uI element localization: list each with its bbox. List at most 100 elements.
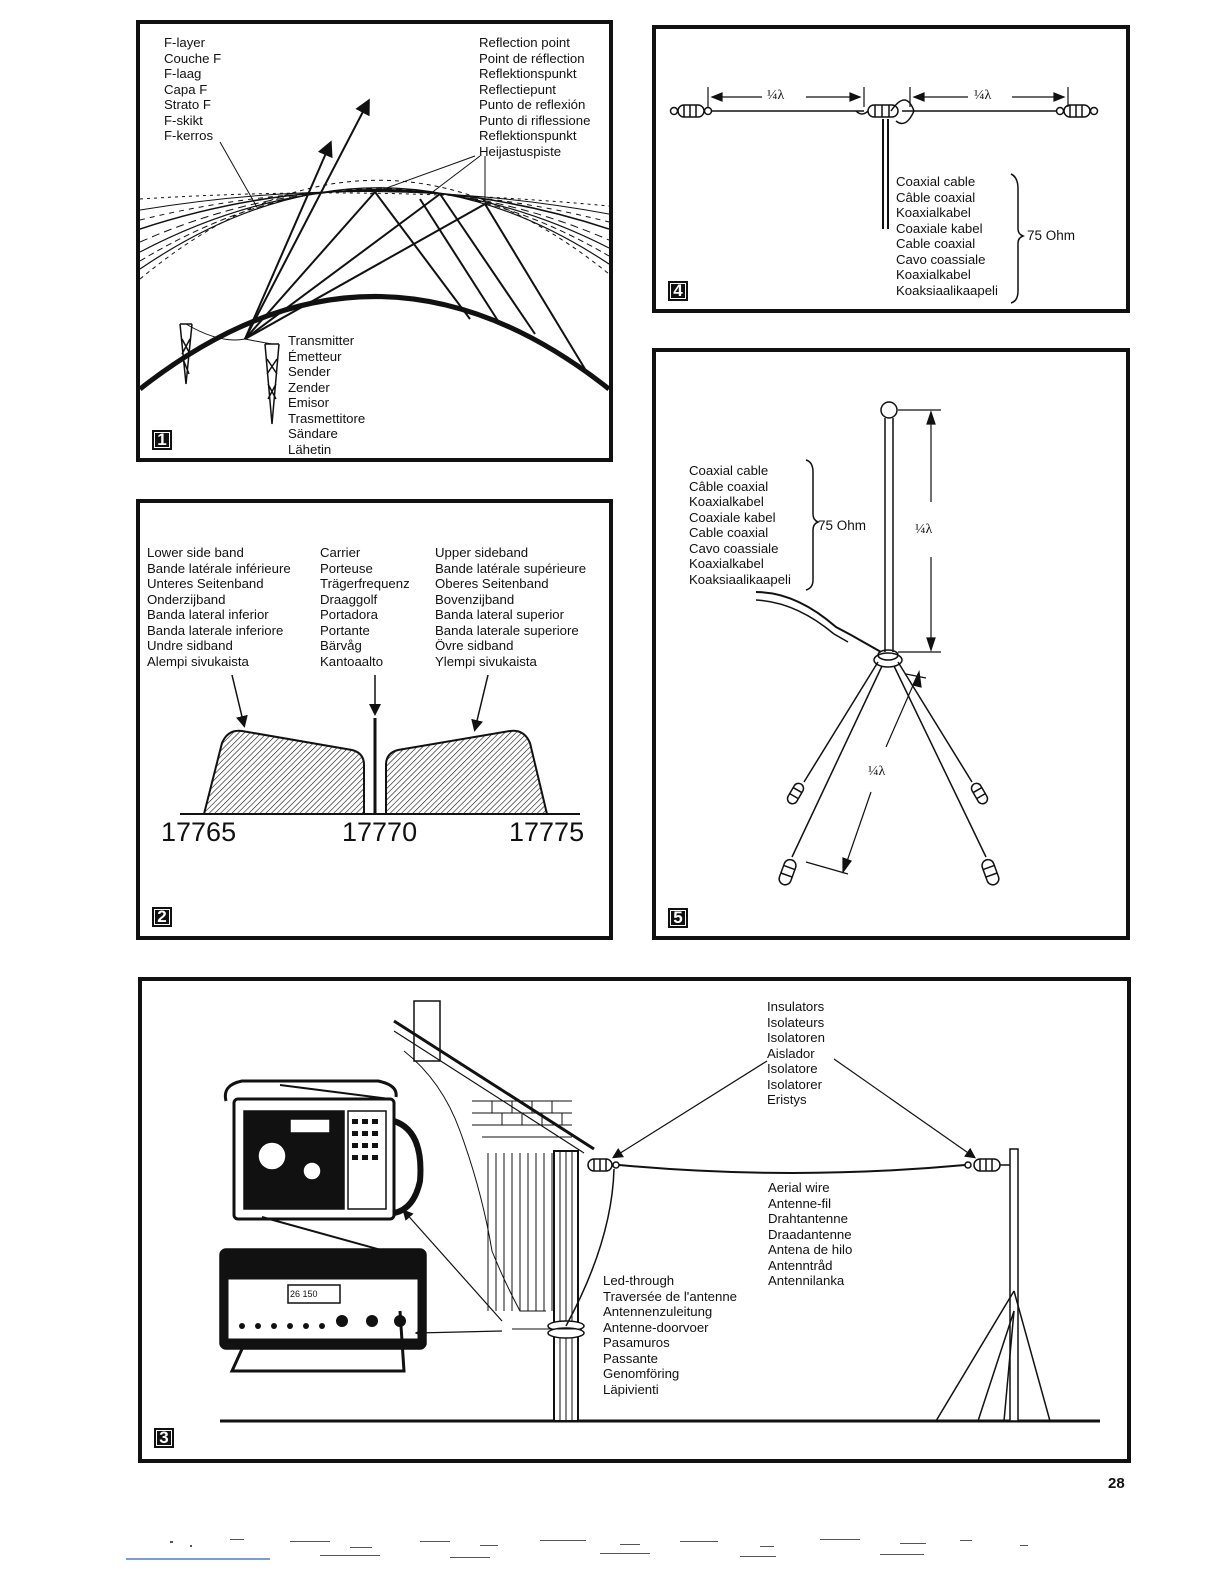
label: Koaxialkabel [896, 205, 971, 220]
insulator-pointers [611, 1058, 976, 1159]
label: Sender [288, 364, 331, 379]
radials [791, 661, 987, 858]
radio-display: 26 150 [290, 1289, 318, 1299]
label: Led-through [603, 1273, 675, 1288]
label: F-skikt [164, 112, 203, 128]
label: Portante [320, 622, 370, 638]
label: Cavo coassiale [689, 540, 779, 556]
label: Aislador [767, 1045, 815, 1061]
label: Banda laterale inferiore [147, 622, 284, 638]
label: Koaxialkabel [896, 267, 971, 282]
label: Coaxial cable [896, 174, 976, 189]
installation-diagram [219, 1000, 1100, 1423]
label: Émetteur [288, 348, 342, 364]
label: Heijastuspiste [479, 143, 562, 159]
coaxial-cable-labels: Coaxial cable Câble coaxial Koaxialkabel… [896, 174, 998, 298]
brace [805, 459, 821, 591]
radio-wave-paths [244, 98, 586, 370]
label: Banda lateral inferior [147, 607, 269, 622]
panel-badge: 4 [668, 281, 688, 301]
label: Reflektionspunkt [479, 66, 577, 81]
label: Aerial wire [768, 1180, 830, 1195]
frequency-tick-label: 17765 [161, 817, 237, 847]
lead-through-labels: Led-through Traversée de l'antenne Anten… [603, 1273, 737, 1397]
label: Antenne-doorvoer [603, 1319, 709, 1335]
label: Undre sidband [147, 638, 233, 653]
label: Capa F [164, 81, 208, 97]
label: Coaxial cable [689, 463, 769, 478]
f-layer-labels: F-layer Couche F F-laag Capa F Strato F … [164, 35, 221, 144]
label: Cable coaxial [689, 525, 769, 540]
upper-sideband-shape [385, 729, 549, 815]
radiator-tip [880, 401, 898, 419]
label: Upper sideband [435, 545, 529, 560]
label: Genomföring [603, 1366, 680, 1381]
panel-badge: 5 [668, 908, 688, 928]
label: Transmitter [288, 333, 355, 348]
label: Läpivienti [603, 1381, 659, 1397]
label: Koaxialkabel [689, 494, 764, 509]
label: Oberes Seitenband [435, 576, 549, 591]
label: F-kerros [164, 128, 214, 143]
insulator-house [587, 1158, 620, 1172]
house-illustration [393, 1000, 595, 1422]
insulator-right [1055, 104, 1099, 118]
label: Kantoaalto [320, 653, 384, 669]
siding [487, 1153, 561, 1311]
label: Onderzijband [147, 591, 226, 607]
quarter-wave-left-label: ¼λ [767, 88, 785, 103]
label: Unteres Seitenband [147, 576, 264, 591]
lower-sideband-labels: Lower side band Bande latérale inférieur… [147, 545, 291, 669]
coaxial-cable-labels: Coaxial cable Câble coaxial Koaxialkabel… [689, 463, 791, 587]
ionosphere-diagram [140, 98, 609, 425]
aerial-wire-labels: Aerial wire Antenne-fil Drahtantenne Dra… [768, 1180, 852, 1289]
label: Draaggolf [320, 591, 378, 607]
label: Traversée de l'antenne [603, 1288, 737, 1304]
label: Couche F [164, 50, 222, 66]
label: Punto di riflessione [479, 112, 591, 128]
sideband-diagram [180, 674, 580, 815]
panel-badge: 2 [152, 907, 172, 927]
label: Câble coaxial [896, 189, 976, 205]
label: Antenntråd [768, 1257, 833, 1273]
carrier-labels: Carrier Porteuse Trägerfrequenz Draaggol… [320, 545, 410, 669]
ground-plane-diagram [755, 401, 1000, 886]
radio-pointers [402, 1209, 503, 1339]
label: Isolateurs [767, 1014, 825, 1030]
f-layer-bands [140, 179, 609, 280]
label: Lower side band [147, 545, 244, 560]
label: Passante [603, 1350, 658, 1366]
label: Bande latérale supérieure [435, 560, 587, 576]
label: Isolatoren [767, 1030, 825, 1045]
label: Câble coaxial [689, 478, 769, 494]
label: Koaksiaalikaapeli [689, 571, 791, 587]
panel-ionospheric-reflection: F-layer Couche F F-laag Capa F Strato F … [136, 20, 613, 462]
label: Ylempi sivukaista [435, 653, 537, 669]
antenna-mast [935, 1148, 1051, 1422]
transmitter-labels: Transmitter Émetteur Sender Zender Emiso… [288, 333, 365, 457]
pointer-lines [219, 141, 486, 210]
aerial-wire [618, 1164, 966, 1174]
label: Bärvåg [320, 638, 362, 653]
label: Koaxialkabel [689, 556, 764, 571]
label: Isolatore [767, 1061, 818, 1076]
impedance-label: 75 Ohm [818, 518, 867, 533]
label: Emisor [288, 395, 330, 410]
page-number: 28 [1108, 1475, 1125, 1492]
dipole-diagram [669, 87, 1099, 304]
lower-sideband-shape [202, 729, 365, 815]
quarter-wave-radial-label: ¼λ [868, 764, 886, 779]
label: Cavo coassiale [896, 251, 986, 267]
label: Reflectiepunt [479, 81, 556, 97]
label: Coaxiale kabel [689, 509, 776, 525]
label: Eristys [767, 1092, 807, 1107]
label: Draadantenne [768, 1226, 852, 1242]
insulator-left [669, 104, 713, 118]
label: Trägerfrequenz [320, 576, 410, 591]
frequency-tick-label: 17775 [509, 817, 585, 847]
insulator-labels: Insulators Isolateurs Isolatoren Aislado… [767, 999, 825, 1108]
label: Punto de reflexión [479, 97, 586, 112]
label: Trasmettitore [288, 410, 366, 426]
label: Banda laterale superiore [435, 622, 579, 638]
quarter-wave-right-label: ¼λ [974, 88, 992, 103]
